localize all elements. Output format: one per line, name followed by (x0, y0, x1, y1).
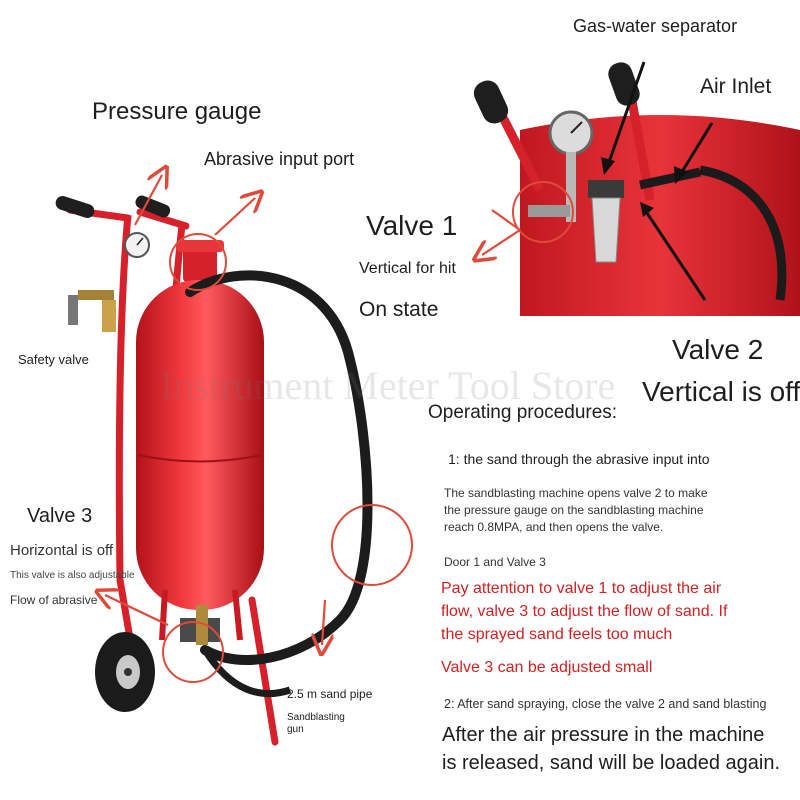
procedures-step1: 1: the sand through the abrasive input i… (448, 451, 710, 467)
sand-hose (185, 270, 373, 665)
label-valve1-title: Valve 1 (366, 210, 458, 241)
label-valve1-state: On state (359, 298, 439, 321)
watermark: Instrument Meter Tool Store (160, 363, 616, 408)
label-air-inlet: Air Inlet (700, 75, 772, 98)
label-sand-pipe: 2.5 m sand pipe (287, 687, 373, 701)
annotation-arrows (105, 175, 325, 645)
label-valve2-title: Valve 2 (672, 334, 764, 365)
procedures-final-2: is released, sand will be loaded again. (442, 752, 780, 774)
procedures-step1-detail-3: reach 0.8MPA, and then opens the valve. (444, 520, 664, 534)
procedures-warning-4: Valve 3 can be adjusted small (441, 659, 653, 676)
label-sandblasting-gun: Sandblasting gun (287, 712, 345, 735)
annotation-circles (162, 233, 413, 683)
valve-closeup-inset (470, 48, 800, 316)
label-pressure-gauge: Pressure gauge (92, 98, 262, 125)
label-valve1-vertical: Vertical for hit (359, 260, 456, 277)
procedures-door-line: Door 1 and Valve 3 (444, 555, 546, 569)
label-safety-valve: Safety valve (18, 352, 89, 367)
procedures-step1-detail-2: the pressure gauge on the sandblasting m… (444, 503, 704, 517)
pressure-gauge-part (124, 232, 150, 258)
label-valve3-flow: Flow of abrasive (10, 593, 98, 607)
procedures-heading: Operating procedures: (428, 402, 618, 423)
label-valve3-note: This valve is also adjustable (10, 570, 135, 581)
procedures-warning-2: flow, valve 3 to adjust the flow of sand… (441, 603, 728, 620)
procedures-step1-detail-1: The sandblasting machine opens valve 2 t… (444, 486, 708, 500)
label-valve2-state: Vertical is off (642, 376, 800, 407)
label-abrasive-input-port: Abrasive input port (204, 149, 355, 169)
label-valve3-title: Valve 3 (27, 505, 93, 527)
handle-grips (55, 195, 171, 219)
procedures-final-1: After the air pressure in the machine (442, 724, 765, 746)
sand-hose-2 (202, 648, 292, 698)
procedures-warning-3: the sprayed sand feels too much (441, 626, 673, 643)
procedures-warning-1: Pay attention to valve 1 to adjust the a… (441, 580, 722, 597)
label-gas-water-separator: Gas-water separator (573, 16, 738, 36)
pressure-tank (136, 240, 264, 641)
procedures-step2: 2: After sand spraying, close the valve … (444, 697, 767, 711)
label-valve3-state: Horizontal is off (10, 542, 114, 559)
wheel (95, 632, 155, 712)
